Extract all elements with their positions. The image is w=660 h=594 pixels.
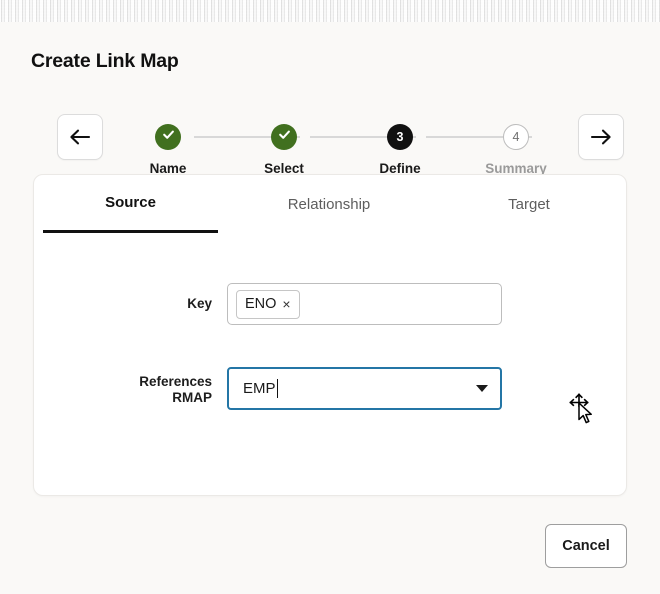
step-define[interactable]: 3 Define — [350, 114, 450, 176]
key-chip-label: ENO — [245, 296, 277, 312]
cancel-button[interactable]: Cancel — [545, 524, 627, 568]
step-select[interactable]: Select — [234, 114, 334, 176]
arrow-left-icon — [68, 128, 92, 146]
references-rmap-dropdown-toggle[interactable] — [476, 369, 488, 408]
step-connector-2 — [310, 136, 416, 138]
wizard-stepper: Name Select 3 Define — [0, 90, 660, 176]
check-icon — [277, 127, 292, 147]
tab-relationship[interactable]: Relationship — [287, 195, 371, 213]
references-rmap-label: References RMAP — [34, 374, 212, 406]
text-cursor-caret — [276, 379, 278, 398]
step-select-dot — [271, 124, 297, 150]
step-name-dot — [155, 124, 181, 150]
step-name-label: Name — [149, 161, 187, 176]
references-rmap-label-line2: RMAP — [172, 390, 212, 405]
step-name[interactable]: Name — [118, 114, 218, 176]
key-label: Key — [187, 296, 212, 311]
field-row-key: Key ENO × — [34, 283, 628, 325]
top-texture-strip — [0, 0, 660, 23]
chevron-down-icon — [476, 385, 488, 392]
step-summary-number: 4 — [512, 129, 520, 144]
step-summary-label: Summary — [485, 161, 547, 176]
tab-target[interactable]: Target — [508, 195, 550, 213]
step-list: Name Select 3 Define — [132, 114, 552, 186]
tab-bar: Source Relationship Target — [34, 175, 628, 233]
references-rmap-field-control: EMP — [227, 367, 502, 410]
key-input[interactable]: ENO × — [227, 283, 502, 325]
step-connector-3 — [426, 136, 532, 138]
references-rmap-value: EMP — [243, 380, 276, 397]
create-link-map-page: Create Link Map — [0, 22, 660, 594]
step-summary-dot: 4 — [503, 124, 529, 150]
step-define-label: Define — [379, 161, 421, 176]
references-rmap-label-line1: References — [139, 374, 212, 389]
step-connector-1 — [194, 136, 300, 138]
arrow-right-icon — [589, 128, 613, 146]
tab-source[interactable]: Source — [43, 175, 218, 233]
step-summary[interactable]: 4 Summary — [466, 114, 566, 176]
source-form: Key ENO × References RMAP — [34, 233, 628, 497]
check-icon — [161, 127, 176, 147]
step-define-number: 3 — [396, 129, 404, 144]
key-chip-remove-icon[interactable]: × — [282, 296, 291, 312]
next-button[interactable] — [578, 114, 624, 160]
field-row-references-rmap: References RMAP EMP — [34, 367, 628, 415]
key-chip-eno[interactable]: ENO × — [236, 289, 300, 319]
references-rmap-combobox[interactable]: EMP — [227, 367, 502, 410]
step-define-dot: 3 — [387, 124, 413, 150]
define-step-card: Source Relationship Target Key ENO × — [33, 174, 627, 496]
dialog-footer: Cancel — [0, 512, 660, 594]
key-field-control: ENO × — [227, 283, 502, 325]
back-button[interactable] — [57, 114, 103, 160]
page-title: Create Link Map — [31, 50, 179, 72]
step-select-label: Select — [264, 161, 304, 176]
